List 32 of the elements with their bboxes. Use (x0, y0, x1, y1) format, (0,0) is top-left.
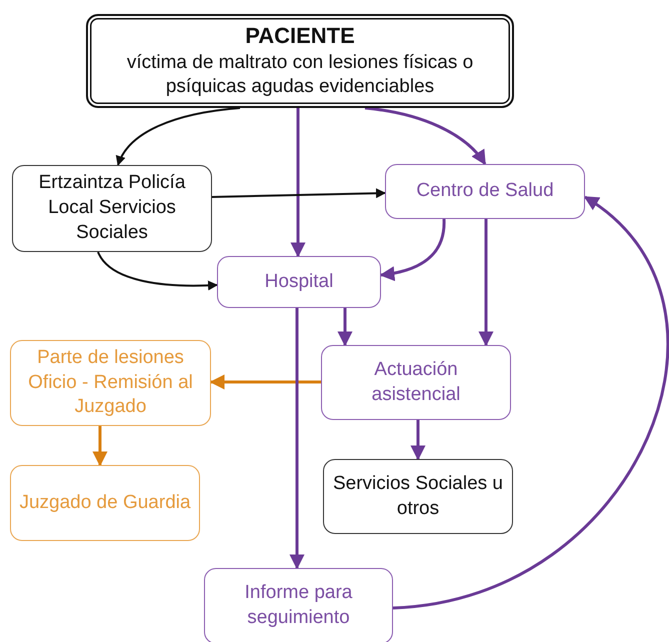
process-box (204, 568, 393, 642)
arrow (410, 420, 426, 460)
arrow (478, 219, 494, 346)
arrow (97, 252, 218, 290)
arrow (290, 308, 304, 570)
box-text: Juzgado de Guardia (19, 490, 191, 515)
process-box (10, 340, 211, 426)
box-text: Informe para seguimiento (244, 581, 354, 630)
header-box (86, 14, 514, 108)
arrow (380, 218, 446, 281)
arrow (392, 196, 669, 610)
box-text: Servicios Sociales u otros (332, 472, 504, 520)
arrow (290, 108, 306, 258)
arrow (212, 188, 386, 198)
process-box (323, 459, 513, 534)
arrow (364, 106, 486, 166)
arrow (338, 308, 352, 346)
arrow (210, 374, 321, 390)
process-box (385, 164, 585, 219)
box-title: PACIENTE (245, 22, 355, 50)
box-text: víctima de maltrato con lesiones físicas o psíquicas agudas evidenciables (126, 50, 474, 100)
box-text: Centro de Salud (416, 179, 554, 204)
box-text: Actuación asistencial (370, 358, 462, 406)
process-box (217, 256, 381, 308)
process-box (10, 465, 200, 541)
box-text: Ertzaintza Policía Local Servicios Sociales (38, 171, 186, 245)
box-text: Hospital (264, 270, 334, 294)
process-box (12, 165, 212, 252)
arrow (116, 107, 240, 166)
process-box (321, 345, 511, 420)
arrow (92, 426, 108, 466)
box-text: Parte de lesiones Oficio - Remisión al Juzgado (27, 346, 194, 420)
